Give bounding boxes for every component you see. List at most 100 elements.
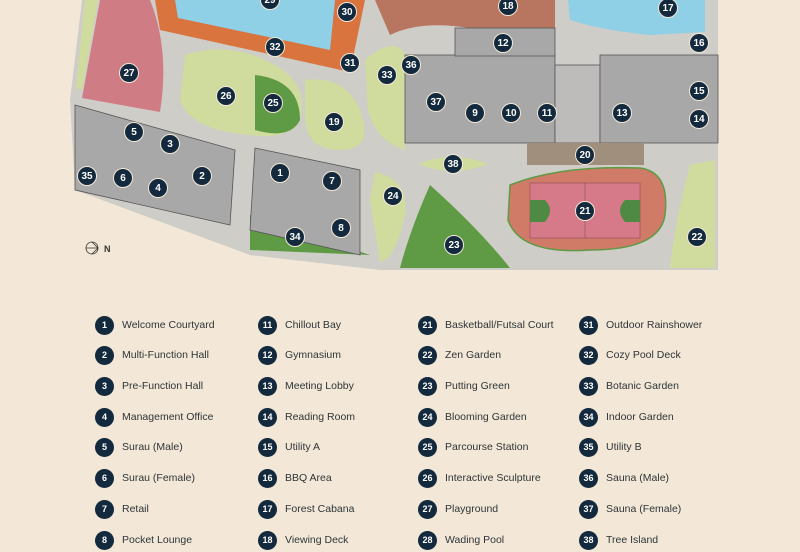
map-marker-27[interactable]: 27 xyxy=(119,63,139,83)
marker-number: 17 xyxy=(662,3,674,14)
marker-circle xyxy=(285,227,305,247)
legend-number-badge: 12 xyxy=(258,345,277,365)
legend-number-badge: 28 xyxy=(418,530,437,550)
map-marker-30[interactable]: 30 xyxy=(337,2,357,22)
map-marker-2[interactable]: 2 xyxy=(192,166,212,186)
map-marker-15[interactable]: 15 xyxy=(689,81,709,101)
map-marker-12[interactable]: 12 xyxy=(493,33,513,53)
marker-circle xyxy=(377,65,397,85)
map-marker-19[interactable]: 19 xyxy=(324,112,344,132)
legend-label: Outdoor Rainshower xyxy=(606,319,703,331)
marker-circle xyxy=(687,227,707,247)
map-marker-32[interactable]: 32 xyxy=(265,37,285,57)
legend-number-badge: 25 xyxy=(418,437,437,457)
marker-circle xyxy=(77,166,97,186)
map-marker-8[interactable]: 8 xyxy=(331,218,351,238)
map-marker-21[interactable]: 21 xyxy=(575,201,595,221)
map-marker-23[interactable]: 23 xyxy=(444,235,464,255)
map-marker-4[interactable]: 4 xyxy=(148,178,168,198)
putting-green xyxy=(400,185,510,268)
legend-label: Botanic Garden xyxy=(606,380,679,392)
marker-number: 18 xyxy=(502,1,514,12)
court-key-right xyxy=(620,200,640,222)
map-marker-6[interactable]: 6 xyxy=(113,168,133,188)
marker-circle xyxy=(265,37,285,57)
map-marker-16[interactable]: 16 xyxy=(689,33,709,53)
marker-number: 12 xyxy=(497,38,509,49)
legend-number-badge: 17 xyxy=(258,499,277,519)
map-marker-31[interactable]: 31 xyxy=(340,53,360,73)
marker-number: 13 xyxy=(616,108,628,119)
legend-number-badge: 1 xyxy=(95,315,114,335)
map-marker-35[interactable]: 35 xyxy=(77,166,97,186)
legend-label: Welcome Courtyard xyxy=(122,319,215,331)
marker-circle xyxy=(493,33,513,53)
map-marker-1[interactable]: 1 xyxy=(270,163,290,183)
map-marker-18[interactable]: 18 xyxy=(498,0,518,16)
map-marker-25[interactable]: 25 xyxy=(263,93,283,113)
map-marker-13[interactable]: 13 xyxy=(612,103,632,123)
marker-number: 34 xyxy=(289,232,301,243)
legend-number-badge: 14 xyxy=(258,407,277,427)
legend-label: Surau (Female) xyxy=(122,472,195,484)
marker-number: 35 xyxy=(81,171,93,182)
marker-number: 32 xyxy=(269,42,281,53)
map-marker-36[interactable]: 36 xyxy=(401,55,421,75)
map-marker-38[interactable]: 38 xyxy=(443,154,463,174)
legend-label: Utility A xyxy=(285,441,321,453)
marker-number: 31 xyxy=(344,58,356,69)
legend-number-badge: 13 xyxy=(258,376,277,396)
marker-circle xyxy=(443,154,463,174)
legend-number-badge: 23 xyxy=(418,376,437,396)
map-marker-20[interactable]: 20 xyxy=(575,145,595,165)
marker-circle xyxy=(501,103,521,123)
marker-circle xyxy=(119,63,139,83)
map-marker-10[interactable]: 10 xyxy=(501,103,521,123)
map-marker-14[interactable]: 14 xyxy=(689,109,709,129)
marker-number: 20 xyxy=(579,150,591,161)
marker-number: 7 xyxy=(329,176,335,187)
marker-number: 15 xyxy=(693,86,705,97)
legend-number-badge: 37 xyxy=(579,499,598,519)
marker-circle xyxy=(537,103,557,123)
marker-number: 29 xyxy=(264,0,276,6)
building-core xyxy=(554,64,601,144)
map-marker-9[interactable]: 9 xyxy=(465,103,485,123)
map-marker-33[interactable]: 33 xyxy=(377,65,397,85)
marker-number: 36 xyxy=(405,60,417,71)
pool xyxy=(175,0,335,50)
map-marker-26[interactable]: 26 xyxy=(216,86,236,106)
marker-circle xyxy=(337,2,357,22)
marker-circle xyxy=(192,166,212,186)
map-marker-3[interactable]: 3 xyxy=(160,134,180,154)
map-marker-5[interactable]: 5 xyxy=(124,122,144,142)
map-marker-29[interactable]: 29 xyxy=(260,0,280,10)
map-marker-22[interactable]: 22 xyxy=(687,227,707,247)
marker-circle xyxy=(689,33,709,53)
map-marker-24[interactable]: 24 xyxy=(383,186,403,206)
court-key-left xyxy=(530,200,550,222)
legend-label: Tree Island xyxy=(606,534,659,546)
legend-number-badge: 4 xyxy=(95,407,114,427)
marker-circle xyxy=(216,86,236,106)
map-marker-11[interactable]: 11 xyxy=(537,103,557,123)
legend-label: Cozy Pool Deck xyxy=(606,349,681,361)
map-marker-17[interactable]: 17 xyxy=(658,0,678,18)
map-marker-7[interactable]: 7 xyxy=(322,171,342,191)
marker-circle xyxy=(160,134,180,154)
legend-label: Management Office xyxy=(122,411,214,423)
legend-number-badge: 18 xyxy=(258,530,277,550)
map-marker-34[interactable]: 34 xyxy=(285,227,305,247)
map-marker-37[interactable]: 37 xyxy=(426,92,446,112)
